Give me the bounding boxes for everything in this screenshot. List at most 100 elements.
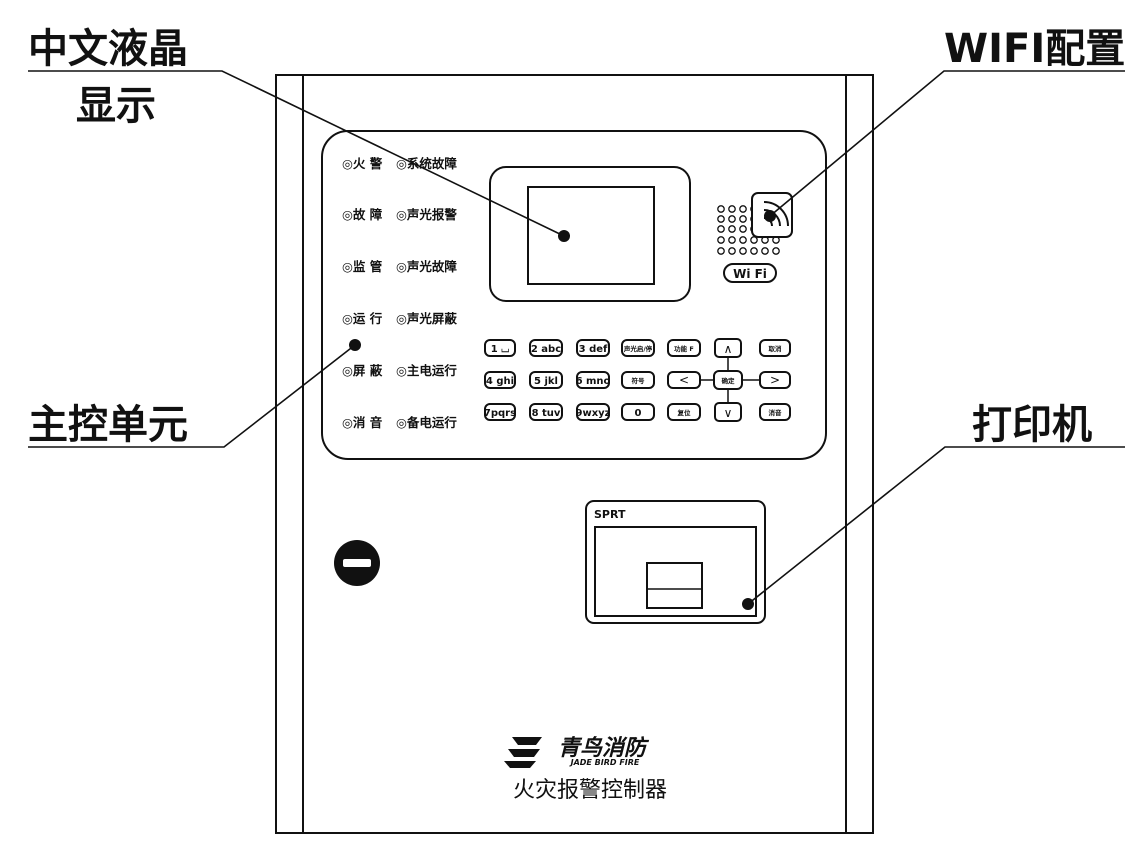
callout-lcd-dot <box>558 230 570 242</box>
svg-text:9wxyz: 9wxyz <box>576 408 611 419</box>
speaker-hole <box>750 247 758 255</box>
up-arrow-icon: ∧ <box>724 342 733 356</box>
callout-lcd-line1: 中文液晶 <box>28 26 188 72</box>
wifi-icon-arc-3 <box>763 201 789 227</box>
svg-text:声光启/停: 声光启/停 <box>624 344 653 353</box>
indicator-shield: ◎屏 蔽 <box>342 363 383 378</box>
key-reset[interactable]: 复位 <box>667 403 701 421</box>
callout-printer-dot <box>742 598 754 610</box>
wifi-badge <box>723 263 777 283</box>
indicator-system-fault: ◎系统故障 <box>396 156 457 171</box>
speaker-hole <box>728 236 736 244</box>
key-8[interactable]: 8 tuv <box>529 403 563 421</box>
key-1[interactable]: 1 ⌴ <box>484 339 516 357</box>
callout-wifi-dot <box>764 210 776 222</box>
key-mute[interactable]: 消音 <box>759 403 791 421</box>
svg-text:7pqrs: 7pqrs <box>484 408 516 419</box>
product-name: 火灾报警控制器 <box>513 778 667 803</box>
indicator-supervise: ◎监 管 <box>342 259 382 274</box>
speaker-hole <box>750 236 758 244</box>
svg-text:8 tuv: 8 tuv <box>532 408 561 419</box>
callout-main-unit-dot <box>349 339 361 351</box>
svg-text:3 def: 3 def <box>579 344 608 355</box>
speaker-hole <box>728 225 736 233</box>
svg-text:1 ⌴: 1 ⌴ <box>491 344 509 355</box>
indicators-left: ◎火 警 ◎故 障 ◎监 管 ◎运 行 ◎屏 蔽 ◎消 音 <box>342 156 383 430</box>
svg-text:取消: 取消 <box>769 344 783 353</box>
key-2[interactable]: 2 abc <box>529 339 563 357</box>
speaker-hole <box>728 205 736 213</box>
callout-printer-leader <box>747 446 1125 605</box>
cabinet-outline <box>275 74 874 834</box>
key-4[interactable]: 4 ghi <box>484 371 516 389</box>
speaker-hole <box>728 247 736 255</box>
callouts: 中文液晶 显示 WIFI配置 主控单元 打印机 <box>28 26 1125 610</box>
speaker-hole <box>761 247 769 255</box>
callout-main-unit: 主控单元 <box>28 402 188 448</box>
callout-lcd-leader <box>28 70 565 237</box>
svg-text:2 abc: 2 abc <box>531 344 561 355</box>
door-lock[interactable] <box>334 540 380 586</box>
key-9[interactable]: 9wxyz <box>576 403 611 421</box>
speaker-hole <box>717 236 725 244</box>
speaker-hole <box>739 205 747 213</box>
key-cancel[interactable]: 取消 <box>759 339 791 357</box>
speaker-hole <box>739 225 747 233</box>
indicator-sound-light-shield: ◎声光屏蔽 <box>396 311 457 326</box>
key-7[interactable]: 7pqrs <box>484 403 516 421</box>
speaker-hole <box>717 247 725 255</box>
key-0[interactable]: 0 <box>621 403 655 421</box>
speaker-hole <box>739 215 747 223</box>
lcd-display <box>489 166 691 302</box>
key-up[interactable]: ∧ <box>714 338 742 358</box>
indicator-silence: ◎消 音 <box>342 415 383 430</box>
svg-text:4 ghi: 4 ghi <box>486 376 514 387</box>
down-arrow-icon: ∨ <box>724 406 733 420</box>
svg-text:符号: 符号 <box>632 376 646 385</box>
main-control-panel: ◎火 警 ◎故 障 ◎监 管 ◎运 行 ◎屏 蔽 ◎消 音 ◎系统故障 ◎声光报… <box>321 130 827 460</box>
key-down[interactable]: ∨ <box>714 402 742 422</box>
key-ok[interactable]: 确定 <box>713 370 743 390</box>
panel-outline <box>321 130 827 460</box>
lcd-screen <box>527 186 655 285</box>
indicator-fault: ◎故 障 <box>342 207 383 222</box>
key-3[interactable]: 3 def <box>576 339 610 357</box>
printer: SPRT <box>585 500 766 624</box>
printer-outline <box>585 500 766 624</box>
key-symbol[interactable]: 符号 <box>621 371 655 389</box>
key-function[interactable]: 功能 F <box>667 339 701 357</box>
indicator-backup-power: ◎备电运行 <box>396 415 457 430</box>
svg-text:复位: 复位 <box>677 408 692 417</box>
svg-text:消音: 消音 <box>769 408 783 417</box>
wifi-badge-label: Wi Fi <box>733 267 767 281</box>
cabinet <box>275 74 874 834</box>
key-right[interactable]: > <box>759 371 791 389</box>
brand-block: 青鸟消防 JADE BIRD FIRE 火灾报警控制器 <box>504 735 667 803</box>
indicator-run: ◎运 行 <box>342 311 383 326</box>
brand-name-cn: 青鸟消防 <box>558 735 650 761</box>
speaker-hole <box>739 236 747 244</box>
callout-wifi-leader <box>769 70 1125 217</box>
brand-name-en: JADE BIRD FIRE <box>569 758 640 767</box>
svg-text:确定: 确定 <box>722 376 736 385</box>
printer-paper-slot[interactable] <box>646 562 703 609</box>
key-left[interactable]: < <box>667 371 701 389</box>
indicator-main-power: ◎主电运行 <box>396 363 457 378</box>
callout-main-unit-leader <box>28 344 356 448</box>
key-6[interactable]: 6 mno <box>576 371 611 389</box>
jade-bird-logo-icon <box>504 737 542 768</box>
keypad: 1 ⌴ 2 abc 3 def 声光启/停 功能 F 4 ghi <box>484 338 791 422</box>
key-sound-light-start-stop[interactable]: 声光启/停 <box>621 339 655 357</box>
callout-printer: 打印机 <box>972 402 1092 448</box>
speaker-hole <box>772 247 780 255</box>
left-arrow-icon: < <box>679 373 689 387</box>
svg-text:0: 0 <box>635 408 642 419</box>
speaker-hole <box>717 215 725 223</box>
key-5[interactable]: 5 jkl <box>529 371 563 389</box>
right-arrow-icon: > <box>770 373 780 387</box>
printer-brand: SPRT <box>594 508 626 521</box>
speaker-hole <box>728 215 736 223</box>
printer-window <box>594 526 757 617</box>
indicator-sound-light-alarm: ◎声光报警 <box>396 207 457 222</box>
